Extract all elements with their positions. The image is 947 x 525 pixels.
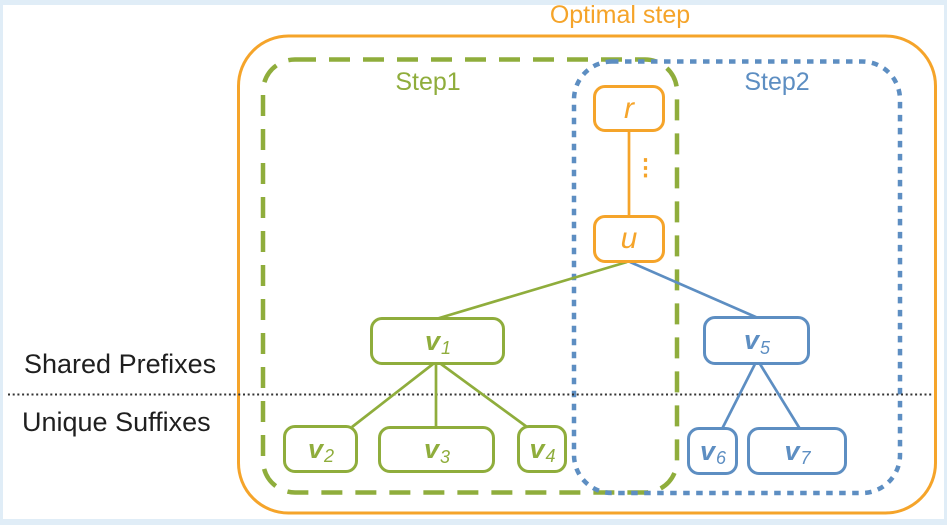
frame-edge-top	[0, 0, 947, 5]
edge-v5-v6	[720, 363, 757, 430]
node-v5-label: v	[743, 325, 759, 355]
step2-label: Step2	[744, 68, 810, 96]
optimal-step-outline	[237, 34, 937, 515]
node-v7-label: v	[784, 435, 800, 466]
node-r-label: r	[624, 91, 634, 125]
frame-edge-bottom	[0, 519, 947, 525]
step1-label: Step1	[395, 68, 461, 96]
frame-edge-left	[0, 0, 3, 525]
step1-outline	[260, 57, 680, 495]
edge-v1-v2	[351, 362, 434, 429]
node-u-label: u	[620, 222, 638, 255]
frame-edge-right	[944, 0, 947, 525]
edge-u-v5	[629, 260, 759, 320]
edge-u-v1	[435, 260, 628, 321]
node-v1-label: v	[424, 325, 440, 356]
node-v3-label: v	[423, 434, 439, 464]
node-v4-label: v	[529, 433, 545, 464]
edge-v1-v4	[440, 362, 528, 429]
edge-v5-v7	[758, 363, 802, 430]
unique-suffixes-label: Unique Suffixes	[22, 407, 211, 437]
optimal-step-label: Optimal step	[549, 1, 691, 29]
node-v2-label: v	[307, 433, 323, 464]
node-u: u	[593, 215, 665, 263]
node-r: r	[593, 85, 665, 132]
ellipsis-r-u: ⋮	[634, 154, 657, 180]
shared-prefixes-label: Shared Prefixes	[24, 349, 217, 379]
node-v6-label: v	[699, 435, 715, 466]
